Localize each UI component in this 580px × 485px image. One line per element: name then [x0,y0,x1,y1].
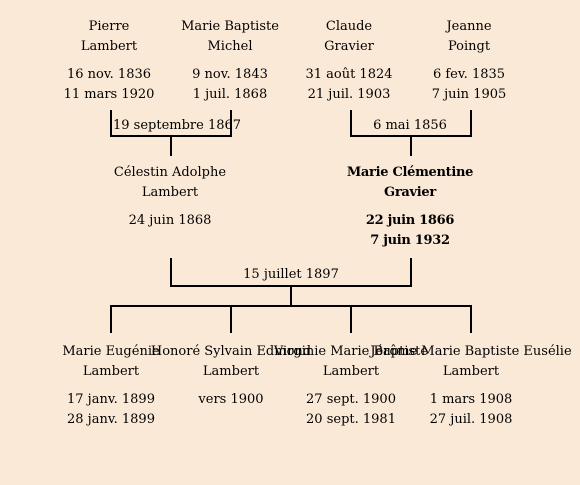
person-death: 28 janv. 1899 [67,412,155,427]
connector-children [110,305,472,333]
person-first-name: Honoré Sylvain Edmond [150,344,312,359]
person-birth: 1 mars 1908 [429,392,513,407]
person-birth: 6 fev. 1835 [432,67,506,82]
person-birth: vers 1900 [198,392,264,407]
marriage-date-1: 19 septembre 1867 [113,118,242,134]
person-birth: 16 nov. 1836 [66,67,152,82]
person-death: 7 juin 1905 [431,87,507,102]
marriage-date-2: 6 mai 1856 [370,118,450,134]
person-first-name: Célestin Adolphe [113,165,227,180]
person-death: 27 juil. 1908 [429,412,513,427]
person-death: 11 mars 1920 [63,87,155,102]
child-honore-sylvain-edmond-lambert[interactable]: Honoré Sylvain Edmond Lambert vers 1900 [145,342,317,410]
person-marie-baptiste-michel[interactable]: Marie Baptiste Michel 9 nov. 1843 1 juil… [145,17,315,105]
person-birth: 9 nov. 1843 [192,67,268,82]
person-birth: 27 sept. 1900 [306,392,396,407]
person-celestin-adolphe-lambert[interactable]: Célestin Adolphe Lambert 24 juin 1868 [85,163,255,231]
person-birth: 31 août 1824 [305,67,393,82]
person-death: 7 juin 1932 [370,233,450,248]
person-first-name: Jérôme Marie Baptiste Eusélie [370,344,572,359]
person-birth: 17 janv. 1899 [67,392,155,407]
person-last-name: Lambert [141,185,199,200]
marriage-date-3: 15 juillet 1897 [240,267,342,283]
person-pierre-lambert[interactable]: Pierre Lambert 16 nov. 1836 11 mars 1920 [24,17,194,105]
person-birth: 22 juin 1866 [365,213,455,228]
child-virginie-marie-baptiste-lambert[interactable]: Virginie Marie Baptiste Lambert 27 sept.… [264,342,438,430]
person-marie-clementine-gravier[interactable]: Marie Clémentine Gravier 22 juin 1866 7 … [325,163,495,251]
person-last-name: Michel [207,39,253,54]
child-jerome-marie-baptiste-eusel-lambert[interactable]: Jérôme Marie Baptiste Eusélie Lambert 1 … [366,342,576,430]
person-jeanne-poingt[interactable]: Jeanne Poingt 6 fev. 1835 7 juin 1905 [384,17,554,105]
person-last-name: Gravier [384,185,436,200]
person-death: 21 juil. 1903 [307,87,391,102]
person-last-name: Lambert [80,39,138,54]
person-last-name: Poingt [447,39,491,54]
person-first-name: Pierre [88,19,130,34]
person-first-name: Claude [325,19,373,34]
person-last-name: Lambert [82,364,140,379]
person-death: 20 sept. 1981 [306,412,396,427]
person-last-name: Lambert [442,364,500,379]
person-birth: 24 juin 1868 [128,213,212,228]
person-last-name: Gravier [324,39,374,54]
person-first-name: Marie Eugénie [62,344,160,359]
person-first-name: Marie Clémentine [346,165,474,180]
person-first-name: Virginie Marie Baptiste [273,344,429,359]
person-last-name: Lambert [322,364,380,379]
person-claude-gravier[interactable]: Claude Gravier 31 août 1824 21 juil. 190… [264,17,434,105]
person-last-name: Lambert [202,364,260,379]
child-marie-eugenie-lambert[interactable]: Marie Eugénie Lambert 17 janv. 1899 28 j… [26,342,196,430]
person-first-name: Marie Baptiste [181,19,279,34]
person-death: 1 juil. 1868 [192,87,268,102]
person-first-name: Jeanne [446,19,492,34]
